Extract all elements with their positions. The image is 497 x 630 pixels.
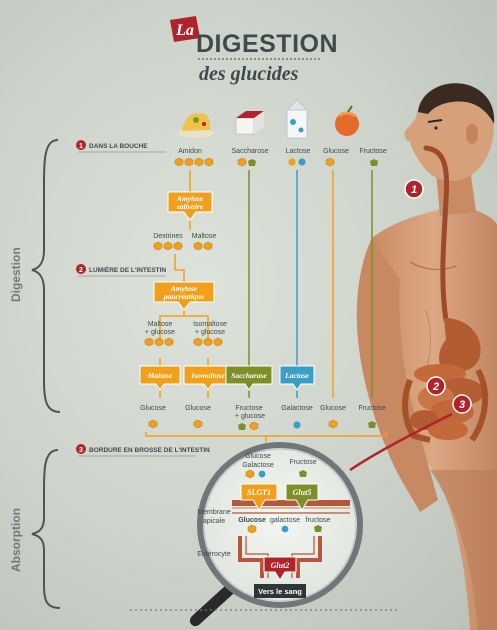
enzyme-saccharase-label: Saccharase	[231, 371, 267, 380]
enzyme-amylase-salivaire-line1: Amylase	[176, 194, 204, 203]
enzyme-lactase-label: Lactase	[284, 371, 309, 380]
pasta-icon	[178, 113, 214, 138]
title-prefix-badge: La	[170, 16, 200, 42]
transporter-glut2: Glut2	[263, 556, 297, 581]
enzyme-amylase-salivaire-line2: salivaire	[176, 202, 204, 211]
abs-galactose-label: Galactose	[242, 462, 274, 469]
peach-icon	[335, 105, 359, 136]
body-marker-2: 2	[426, 376, 446, 396]
transporter-glut2-label: Glut2	[271, 561, 290, 570]
enzyme-amylase-pancreatique-line2: pancréatique	[163, 292, 205, 301]
product-4-label: Galactose	[281, 405, 313, 412]
collector-bracket	[145, 432, 387, 442]
product-2-label: Glucose	[185, 405, 211, 412]
enzyme-amylase-salivaire: Amylase salivaire	[167, 191, 213, 221]
maltose-glucose-line2: + glucose	[145, 329, 175, 336]
inside-fructose-label: fructose	[306, 517, 331, 524]
inside-galactose-label: galactose	[270, 517, 300, 524]
enzyme-isomaltase-label: Isomaltase	[190, 371, 225, 380]
product-3-line2: + glucose	[235, 413, 265, 420]
product-5-label: Glucose	[320, 405, 346, 412]
step-1-num: 1	[79, 143, 83, 150]
body-marker-3: 3	[452, 394, 472, 414]
human-body	[356, 83, 497, 630]
abs-fructose-label: Fructose	[289, 459, 316, 466]
enzyme-amylase-pancreatique-line1: Amylase	[170, 284, 198, 293]
step-3-label: 3 BORDURE EN BROSSE DE L'INTESTIN	[76, 444, 210, 457]
page-title: DIGESTION	[196, 30, 338, 58]
blood-label: Vers le sang	[258, 587, 302, 596]
milk-carton-icon	[285, 99, 309, 139]
transporter-sglt1: SLGT1	[240, 483, 278, 511]
section-braces: Digestion Absorption	[9, 139, 61, 609]
molecules-row-dextrines	[153, 241, 213, 251]
product-1-label: Glucose	[140, 405, 166, 412]
body-marker-1-label: 1	[411, 184, 417, 196]
enzyme-maltase: Maltase	[139, 365, 181, 391]
step-3-text: BORDURE EN BROSSE DE L'INTESTIN	[89, 447, 210, 454]
abs-glucose-label: Glucose	[245, 453, 271, 460]
absorption-detail: Glucose Galactose Fructose SLGT1 Glut5 M…	[197, 453, 350, 598]
title-prefix: La	[175, 22, 194, 39]
magnifying-glass	[189, 442, 363, 627]
transporter-glut5: Glut5	[285, 483, 319, 511]
step-2-num: 2	[79, 267, 83, 274]
transporter-sglt1-label: SLGT1	[247, 488, 271, 497]
page-subtitle: des glucides	[199, 63, 299, 85]
enterocyte-label: Entérocyte	[197, 551, 231, 558]
step-2-text: LUMIÈRE DE L'INTESTIN	[89, 265, 166, 274]
intestines	[402, 364, 489, 443]
dextrines-label: Dextrines	[153, 233, 183, 240]
molecules-row-maltose	[144, 337, 223, 347]
enzyme-amylase-pancreatique: Amylase pancréatique	[153, 281, 215, 311]
molecules-row-foods	[174, 157, 378, 167]
food-lactose-label: Lactose	[286, 148, 311, 155]
product-6-label: Fructose	[358, 405, 385, 412]
section-absorption-label: Absorption	[9, 508, 23, 572]
step-1-label: 1 DANS LA BOUCHE	[76, 140, 166, 153]
flow-lines	[159, 170, 373, 398]
zoom-connector	[349, 412, 453, 472]
membrane-label-line2: apicale	[203, 518, 225, 525]
header: La DIGESTION des glucides	[170, 16, 338, 85]
food-amidon-label: Amidon	[178, 148, 202, 155]
food-saccharose-label: Saccharose	[232, 148, 269, 155]
maltose-label: Maltose	[192, 233, 217, 240]
molecules-row-products	[148, 419, 376, 431]
body-markers: 1 2 3	[404, 179, 472, 414]
food-glucose-label: Glucose	[323, 148, 349, 155]
enzyme-lactase: Lactase	[279, 365, 315, 391]
sugar-cubes-icon	[235, 111, 264, 135]
section-digestion-label: Digestion	[9, 247, 23, 302]
step-3-num: 3	[79, 447, 83, 454]
step-2-label: 2 LUMIÈRE DE L'INTESTIN	[76, 264, 166, 277]
isomaltose-glucose-line1: Isomaltose	[193, 321, 227, 328]
enzyme-maltase-label: Maltase	[147, 371, 173, 380]
maltose-glucose-line1: Maltose	[148, 321, 173, 328]
step-1-text: DANS LA BOUCHE	[89, 143, 148, 150]
body-marker-2-label: 2	[432, 381, 439, 393]
body-marker-1: 1	[404, 179, 424, 199]
isomaltose-glucose-line2: + glucose	[195, 329, 225, 336]
body-marker-3-label: 3	[459, 399, 465, 411]
product-3-line1: Fructose	[235, 405, 262, 412]
enzyme-saccharase: Saccharase	[225, 365, 273, 391]
enzyme-isomaltase: Isomaltase	[183, 365, 233, 391]
transporter-glut5-label: Glut5	[293, 488, 312, 497]
food-fructose-label: Fructose	[359, 148, 386, 155]
inside-glucose-label: Glucose	[238, 517, 266, 524]
membrane-label-line1: Membrane	[197, 509, 231, 516]
